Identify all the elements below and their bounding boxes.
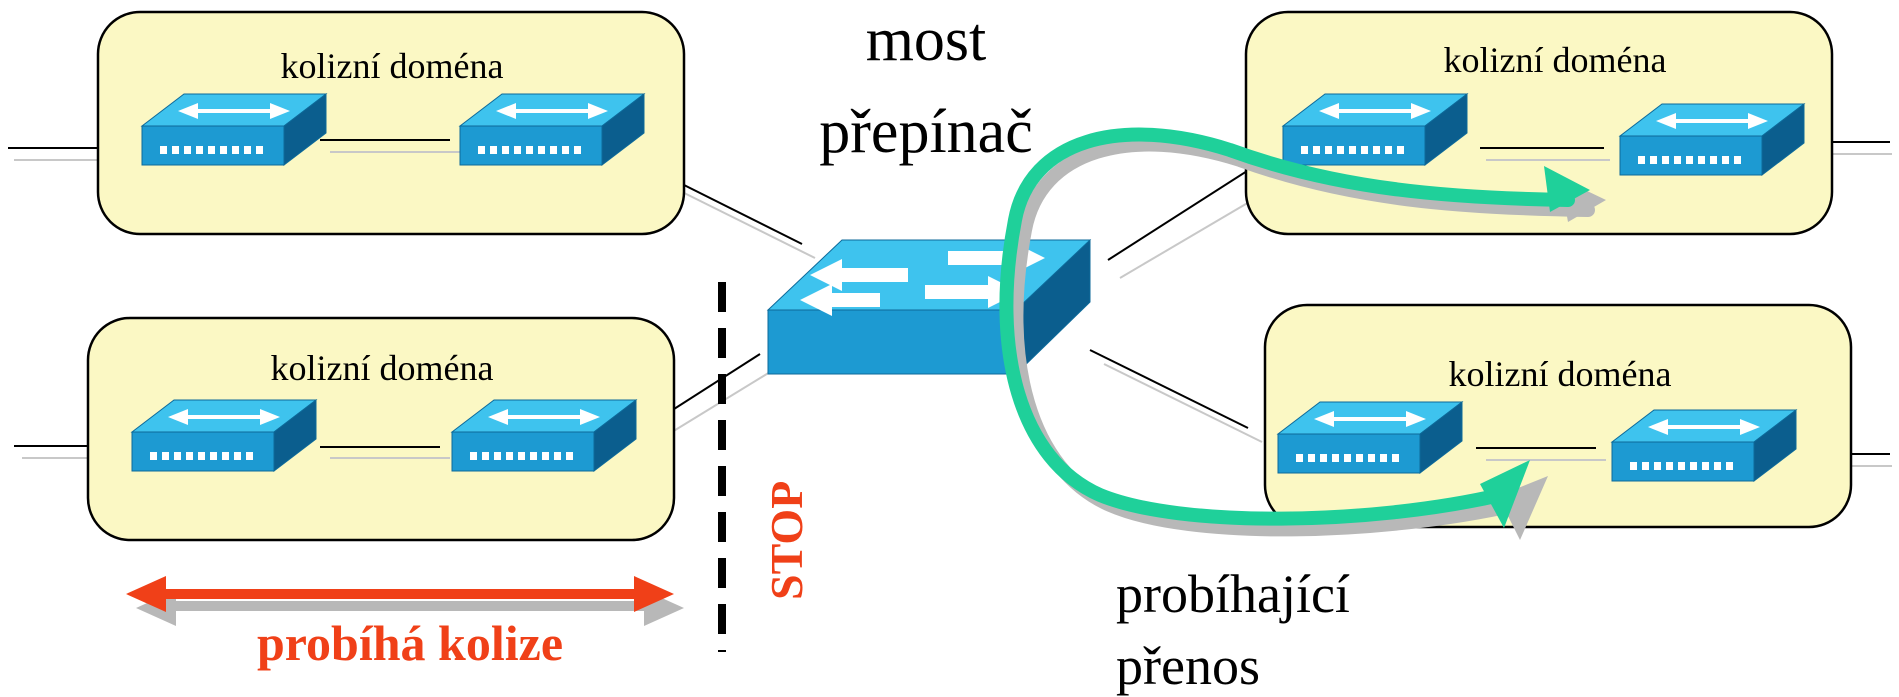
hub-icon [1618, 102, 1806, 177]
stop-label: STOP [761, 481, 812, 600]
bridge-switch-icon [766, 239, 1092, 376]
domain-label-top-left: kolizní doména [281, 46, 504, 86]
hub-icon [130, 398, 318, 473]
hub-icon [140, 92, 328, 167]
collision-label: probíhá kolize [257, 615, 563, 671]
collision-double-arrow [126, 576, 684, 626]
transfer-label-line1: probíhající [1116, 564, 1350, 624]
hub-icon [1281, 92, 1469, 167]
collision-domain-bottom-left [86, 316, 676, 542]
bridge-title-line2: přepínač [819, 98, 1032, 166]
hub-icon [458, 92, 646, 167]
domain-label-bottom-right: kolizní doména [1449, 354, 1672, 394]
hub-icon [1276, 400, 1464, 475]
transfer-label-line2: přenos [1116, 636, 1260, 696]
collision-domain-top-left [96, 10, 686, 236]
hub-icon [1610, 408, 1798, 483]
domain-label-bottom-left: kolizní doména [271, 348, 494, 388]
hub-icon [450, 398, 638, 473]
domain-label-top-right: kolizní doména [1444, 40, 1667, 80]
bridge-title-line1: most [866, 6, 987, 74]
transfer-arrow [999, 127, 1606, 540]
domain-inner-links [320, 139, 1610, 461]
collision-domain-top-right [1244, 10, 1834, 236]
